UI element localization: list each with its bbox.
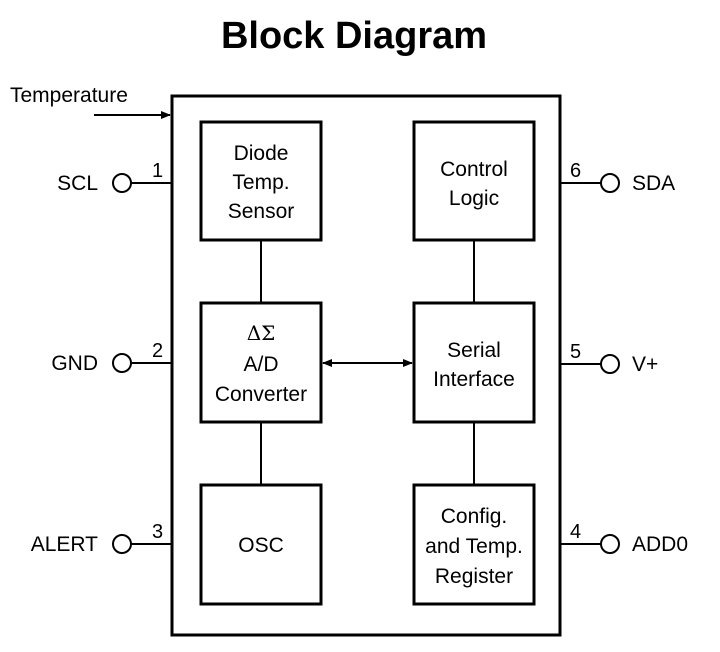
serial-line-2: Interface: [433, 368, 515, 391]
pin-sda-label: SDA: [632, 172, 675, 195]
pin-add0-terminal: [600, 534, 620, 554]
pin-gnd: GND 2: [51, 340, 172, 375]
pin-vplus-number: 5: [570, 341, 581, 363]
config-line-3: Register: [435, 565, 513, 588]
diode-line-3: Sensor: [228, 200, 295, 223]
pin-gnd-terminal: [112, 353, 132, 373]
osc-label: OSC: [238, 534, 284, 557]
pin-add0-label: ADD0: [632, 533, 688, 556]
serial-interface-block: [412, 301, 536, 424]
pin-add0: 4 ADD0: [560, 521, 688, 556]
pin-alert: ALERT 3: [31, 521, 172, 556]
pin-sda-terminal: [600, 173, 620, 193]
pin-vplus-label: V+: [632, 353, 658, 376]
pin-scl: SCL 1: [57, 160, 172, 195]
config-line-1: Config.: [441, 505, 508, 528]
control-logic-block: [412, 120, 536, 242]
pin-alert-label: ALERT: [31, 533, 98, 556]
pin-vplus: 5 V+: [560, 341, 658, 376]
serial-line-1: Serial: [447, 339, 501, 362]
pin-gnd-number: 2: [152, 340, 163, 362]
control-line-2: Logic: [449, 187, 499, 210]
pin-vplus-terminal: [600, 354, 620, 374]
temperature-label: Temperature: [10, 84, 128, 107]
pin-alert-terminal: [112, 534, 132, 554]
diode-line-2: Temp.: [232, 171, 289, 194]
pin-scl-terminal: [112, 173, 132, 193]
control-line-1: Control: [440, 158, 508, 181]
adc-line-2: Converter: [215, 383, 307, 406]
pin-scl-label: SCL: [57, 172, 98, 195]
pin-scl-number: 1: [152, 160, 163, 182]
pin-sda-number: 6: [570, 160, 581, 182]
pin-sda: 6 SDA: [560, 160, 675, 195]
diode-line-1: Diode: [234, 142, 289, 165]
adc-line-1: A/D: [243, 353, 278, 376]
pin-add0-number: 4: [570, 521, 581, 543]
chip-outline: [170, 94, 562, 637]
pin-gnd-label: GND: [51, 352, 98, 375]
diagram-title: Block Diagram: [221, 15, 487, 57]
config-line-2: and Temp.: [425, 535, 523, 558]
delta-sigma-symbol: ΔΣ: [247, 321, 276, 345]
pin-alert-number: 3: [152, 521, 163, 543]
